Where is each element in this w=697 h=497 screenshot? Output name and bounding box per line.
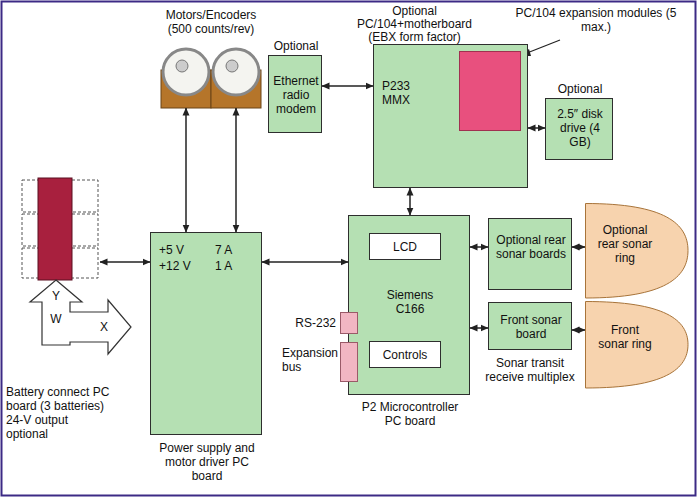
node-text: Front sonar ring [595,323,655,351]
motherboard-box: Optional PC/104+motherboard (EBX form fa… [373,44,528,188]
connector-arrow [470,246,488,248]
ring-shape [586,204,689,299]
axis-letter: Y [48,289,64,303]
connector-arrow [262,261,348,263]
rs232-port: RS-232 [282,312,360,334]
sonar-ring: Optional rear sonar ring [585,203,689,299]
port-connector [340,342,358,382]
port-connector [340,312,358,334]
connector-arrow [235,108,237,232]
node-text: +12 V [159,259,203,273]
node-text: Power supply and motor driver PC board [157,441,257,483]
node-text: Optional rear sonar boards [493,233,569,261]
ring-shape [586,302,689,389]
connector-arrow [322,85,373,87]
sonar-board: Optional rear sonar boards [488,218,572,290]
expansion-module [459,51,521,131]
motor-symbol [161,49,211,108]
node-text: Optional [259,39,333,53]
radio-modem-box: OptionalEthernet radio modem [268,55,322,133]
expansion-bus-port: Expansion bus [282,342,360,382]
power-supply-board: +5 V7 A+12 V1 APower supply and motor dr… [150,232,262,435]
node-text: 1 A [215,259,255,273]
node-text: Optional rear sonar ring [595,223,655,265]
axis-arrows [30,280,131,354]
motor-group: Motors/Encoders (500 counts/rev) [148,8,274,108]
disk-drive-box: Optional2.5″ disk drive (4 GB) [545,98,613,160]
node-text: P233 MMX [382,79,426,107]
connector-arrow [572,246,585,248]
connector-arrow [100,261,150,263]
node-text: Optional PC/104+motherboard (EBX form fa… [352,5,477,44]
sonar-ring: Front sonar ring [585,301,689,389]
sonar-board: Front sonar board [488,302,572,350]
node-text: Siemens C166 [374,288,446,316]
node-text: RS-232 [282,316,336,330]
controls-box: Controls [369,341,441,368]
node-text: Controls [370,348,440,362]
connector-arrow [409,188,411,215]
node-text: Front sonar board [493,313,569,341]
node-text: 2.5″ disk drive (4 GB) [549,107,611,149]
node-text: P2 Microcontroller PC board [359,400,461,428]
axis-letter: X [96,320,112,334]
callout-label: PC/104 expansion modules (5 max.) [512,6,680,34]
caption-label: Sonar transit receive multiplex [478,356,582,384]
node-text: Ethernet radio modem [271,74,321,116]
motor-symbol [211,49,261,108]
lcd-box: LCD [369,233,441,260]
node-text: 7 A [215,243,255,257]
microcontroller-board: Siemens C166P2 Microcontroller PC boardL… [348,215,470,395]
node-text: Optional [540,82,620,96]
connector-arrow [528,127,545,129]
connector-arrow [185,108,187,232]
node-text: Expansion bus [282,346,339,374]
connector-arrow [470,327,488,329]
battery-board [38,178,72,280]
connector-arrow [572,329,585,331]
node-text: +5 V [159,243,203,257]
node-text: Motors/Encoders (500 counts/rev) [155,8,267,36]
node-text: Battery connect PC board (3 batteries) 2… [6,385,110,441]
axis-letter: W [48,312,64,326]
node-text: LCD [370,240,440,254]
